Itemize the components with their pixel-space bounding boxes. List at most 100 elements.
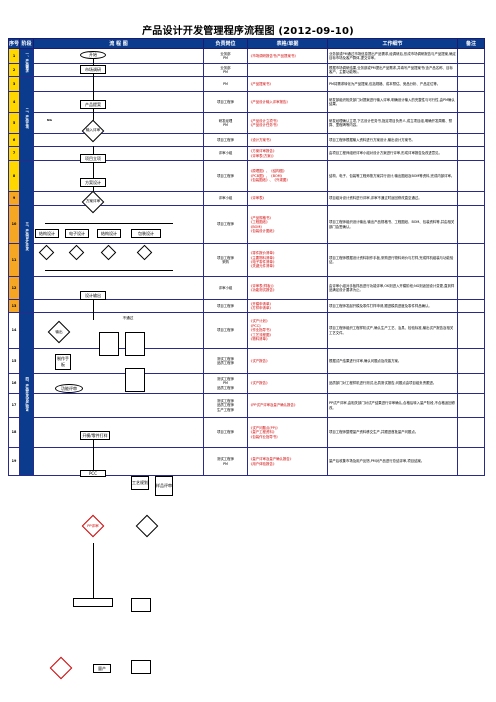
- header-note: 备注: [457, 38, 485, 49]
- phase-label: 四、产品开发试产验证: [19, 312, 34, 476]
- row-number: 13: [8, 299, 20, 313]
- note-cell: [457, 76, 485, 92]
- flow-ng-tag: NG: [47, 118, 52, 122]
- docs-cell: 《产品提案书》: [247, 76, 328, 92]
- docs-cell: 《产品设计立项书》 《产品设计任务书》: [247, 112, 328, 134]
- flow-review-diamond-3: [100, 244, 117, 261]
- header-seq: 序号: [8, 38, 20, 49]
- note-cell: [457, 243, 485, 277]
- row-number: 5: [8, 112, 20, 134]
- role-cell: 评审小组: [203, 191, 248, 206]
- phase-label: 一、产品需求: [19, 48, 34, 77]
- role-cell: 项目工程师 采购: [203, 243, 248, 277]
- row-number: 8: [8, 160, 20, 192]
- row-number: 10: [8, 205, 20, 244]
- row-number: 4: [8, 91, 20, 113]
- header-docs: 表格/单据: [247, 38, 328, 49]
- flow-spec-box-2: [125, 332, 145, 356]
- work-detail-cell: 量产后收集市场及用户反馈,PM对产品进行总结评审,项目结案。: [327, 447, 458, 476]
- flow-cell: [33, 447, 204, 476]
- role-cell: 项目工程师: [203, 417, 248, 448]
- role-cell: 业务部 PM: [203, 63, 248, 77]
- note-cell: [457, 373, 485, 394]
- work-detail-cell: 业务部或PM通过市场信息提出产品需求,经调研后,形成市场调研报告与产品提案,确定…: [327, 48, 458, 64]
- work-detail-cell: PM将需求转化为产品提案,包括规格、成本预估、竞品分析、产品定位等。: [327, 76, 458, 92]
- role-cell: 项目工程师: [203, 91, 248, 113]
- flow-eng-sample: 样品评审: [155, 476, 173, 496]
- work-detail-cell: 研发部组织相关部门对提案进行输入评审,明确设计输入的完整性与可行性,由PM确认结…: [327, 91, 458, 113]
- flow-scheme-review-label: 方案评审: [85, 199, 101, 203]
- flow-mold-sample: 制作手板: [55, 354, 71, 370]
- docs-cell: 《原理图》、《结构图》 《PCB图》、《BOM》 《包装图纸》、《外观图》: [247, 160, 328, 192]
- role-cell: 测试工程师 品质工程师: [203, 348, 248, 374]
- row-number: 6: [8, 133, 20, 147]
- docs-cell: 《产品设计输入评审报告》: [247, 91, 328, 113]
- flow-mass-production: 量产: [93, 664, 111, 673]
- work-detail-cell: 项目工程师根据设计资料制作手板,采购进行物料询价与打样,完成样机组装与功能验证。: [327, 243, 458, 277]
- flow-mp-diamond: [49, 656, 73, 680]
- role-cell: 评审小组: [203, 276, 248, 300]
- flow-sketch-design: 结构设计: [35, 229, 59, 238]
- flow-pp-file: [131, 598, 151, 612]
- flow-order-sampling: 开模/零件打样: [80, 431, 110, 440]
- docs-cell: 《设计方案书》: [247, 133, 328, 147]
- row-number: 19: [8, 447, 20, 476]
- work-detail-cell: 由项目工程师组织评审小组对设计方案进行评审,形成评审报告及改进意见。: [327, 146, 458, 161]
- role-cell: PM: [203, 76, 248, 92]
- note-cell: [457, 393, 485, 418]
- docs-cell: 《评审表》: [247, 191, 328, 206]
- docs-cell: 《量产评审及量产确认报告》 《用户体验报告》: [247, 447, 328, 476]
- row-number: 12: [8, 276, 20, 300]
- work-detail-cell: 项目工程师组织设计输出,输出产品规格书、工程图纸、BOM、包装资料等,并由相关部…: [327, 205, 458, 244]
- row-number: 16: [8, 373, 20, 394]
- work-detail-cell: 根据试产结果进行评审,确认问题点及改善方案。: [327, 348, 458, 374]
- role-cell: 测试工程师 PM 品质工程师: [203, 373, 248, 394]
- phase-label: 二、产品立项: [19, 76, 34, 161]
- work-detail-cell: PP试产评审,由相关部门对试产结果进行评审确认,合格后转入量产阶段,不合格返回修…: [327, 393, 458, 418]
- header-flow: 流 程 图: [33, 38, 204, 49]
- docs-cell: 《零件报价清单》 《主要物料清单》 《电子零件清单》 《关键元件清单》: [247, 243, 328, 277]
- table-row: 19 测试工程师 PM《量产评审及量产确认报告》 《用户体验报告》量产后收集市场及…: [8, 447, 485, 476]
- docs-cell: 《市场调研报告书/产品提案书》: [247, 48, 328, 64]
- flow-structure-design: 结构设计: [97, 229, 121, 238]
- flow-review-diamond-2: [68, 244, 85, 261]
- table-row: 10 项目工程师《产品规格书》 《工程图纸》 《BOM》 《包装设计图纸》项目工程…: [8, 205, 485, 244]
- docs-cell: 《产品规格书》 《工程图纸》 《BOM》 《包装设计图纸》: [247, 205, 328, 244]
- note-cell: [457, 312, 485, 349]
- note-cell: [457, 146, 485, 161]
- flow-review-diamond-4: [136, 244, 153, 261]
- role-cell: 项目工程师: [203, 160, 248, 192]
- note-cell: [457, 133, 485, 147]
- note-cell: [457, 299, 485, 313]
- flow-test-diamond: [135, 514, 159, 538]
- docs-cell: [247, 63, 328, 77]
- role-cell: 测试工程师 PM: [203, 447, 248, 476]
- flow-scheme-design: 方案设计: [80, 178, 106, 187]
- work-detail-cell: 结构、电子、包装等工程师按方案并行设计,输出图纸及BOM等资料,完成内部评审。: [327, 160, 458, 192]
- work-detail-cell: 由评审小组对手板样品进行功能评审,OK则进入开模阶段;NG则返回设计变更,直到样…: [327, 276, 458, 300]
- docs-cell: 《评审表(样板)》 《功能测试报告》: [247, 276, 328, 300]
- role-cell: 评审小组: [203, 146, 248, 161]
- row-number: 2: [8, 63, 20, 77]
- flow-input-review-label: 输入评审: [85, 128, 101, 132]
- flow-file-confirm: [131, 660, 151, 674]
- flow-fail-label: 不通过: [122, 316, 134, 320]
- flow-pp-output: [73, 598, 113, 607]
- flow-cell: [33, 417, 204, 448]
- flow-market-research: 市场调研: [80, 65, 106, 74]
- flow-spec-box-1: [99, 332, 119, 356]
- work-detail-cell: 项目工程师整理量产资料移交生产,并跟进首批量产问题点。: [327, 417, 458, 448]
- phase-label: 三、产品设计/开发: [19, 160, 34, 313]
- row-number: 7: [8, 146, 20, 161]
- flow-review-diamond-1: [38, 244, 55, 261]
- row-number: 18: [8, 417, 20, 448]
- row-number: 3: [8, 76, 20, 92]
- role-cell: 项目工程师: [203, 299, 248, 313]
- role-cell: 项目工程师: [203, 205, 248, 244]
- note-cell: [457, 112, 485, 134]
